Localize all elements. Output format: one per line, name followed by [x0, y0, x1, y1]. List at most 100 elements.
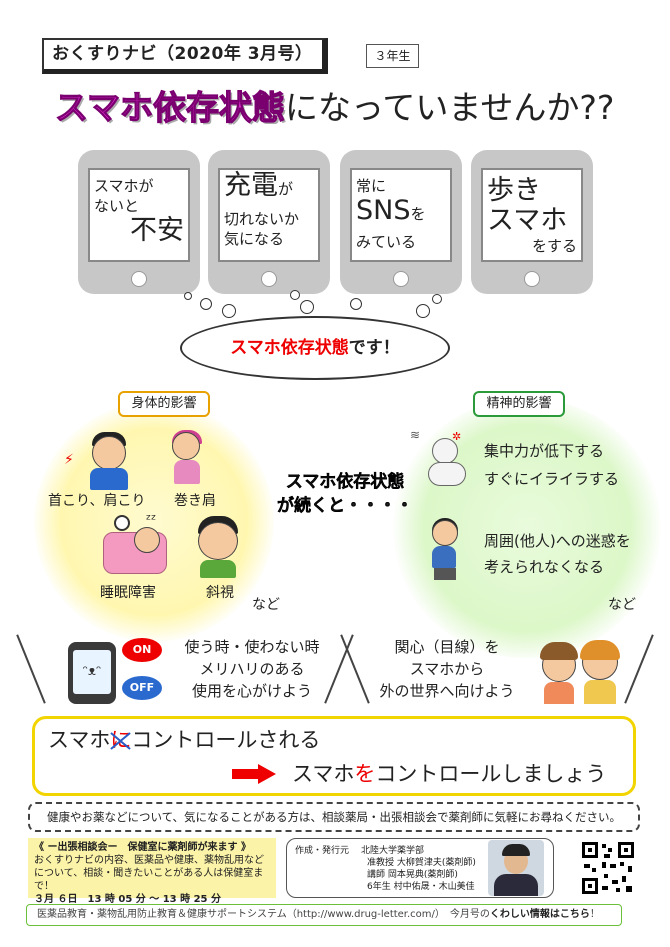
phone-text: SNS: [356, 195, 411, 226]
headline-rest: になっていませんか??: [285, 88, 615, 127]
clock-icon: [114, 515, 130, 531]
divider-slash: [16, 634, 46, 704]
control-text: コントロールされる: [131, 728, 321, 752]
thought-bubble-icon: [290, 290, 300, 300]
consultation-notice: 健康やお薬などについて、気になることがある方は、相談薬局・出張相談会で薬剤師に気…: [28, 802, 640, 832]
consult-body: おくすりナビの内容、医薬品や健康、薬物乱用など: [34, 855, 264, 866]
phone-text: を: [410, 205, 426, 223]
cloud-highlight: スマホ依存状態: [230, 338, 349, 358]
continues-line2: が続くと・・・・: [277, 496, 413, 516]
thought-bubble-icon: [200, 298, 212, 310]
consult-title: 《 ー出張相談会ー 保健室に薬剤師が来ます 》: [34, 842, 251, 853]
continues-message: スマホ依存状態 が続くと・・・・: [265, 470, 425, 518]
qr-code-icon[interactable]: [580, 840, 636, 896]
effect-consideration-line2: 考えられなくなる: [484, 558, 605, 576]
phone-text: 気になる: [224, 230, 285, 248]
phone-card-3: 常に SNSを みている: [340, 150, 462, 294]
consult-body: について、相談・聞きたいことがある人は保健室まで！: [34, 868, 264, 892]
phone-text: みている: [356, 233, 417, 251]
control-message-box: [32, 716, 636, 796]
phone-text: 常に: [356, 177, 387, 195]
arrow-right-icon: [232, 764, 276, 784]
effect-concentration: 集中力が低下する: [484, 442, 605, 460]
continues-line1: スマホ依存状態: [285, 472, 405, 492]
phone-card-4: 歩き スマホ をする: [471, 150, 593, 294]
zzz-icon: ᶻᶻ: [146, 512, 157, 528]
phone-card-1: スマホが ないと 不安: [78, 150, 200, 294]
depressed-person-icon: [420, 432, 470, 488]
author-line: 6年生 村中佑晟・木山美佳: [367, 882, 475, 892]
sleeping-person-icon: [103, 527, 167, 574]
headline: スマホ依存状態になっていませんか??: [54, 86, 635, 132]
highlight-particle: を: [354, 762, 376, 786]
phone-text: スマホが: [94, 177, 154, 195]
control-text: スマホ: [292, 762, 355, 786]
phone-card-2: 充電が 切れないか 気になる: [208, 150, 330, 294]
control-line1: スマホにコントロールされる: [48, 726, 320, 754]
off-badge: OFF: [122, 676, 162, 700]
consult-date: ３月 ６日 13 時 05 分 ～ 13 時 25 分: [34, 894, 221, 905]
tip-left: 使う時・使わない時 メリハリのある 使用を心がけよう: [162, 636, 342, 702]
mental-etc: など: [608, 597, 636, 613]
anger-mark-icon: ✲: [452, 430, 462, 443]
phone-screen: 常に SNSを みている: [350, 168, 452, 262]
author-line: 准教授 大柳賀津夫(薬剤師): [367, 858, 476, 868]
author-photo: [488, 840, 544, 896]
effect-rounded-shoulder: 巻き肩: [174, 493, 216, 509]
phone-screen: スマホが ないと 不安: [88, 168, 190, 262]
tip-left-line: メリハリのある: [199, 660, 305, 678]
looking-outward-people-icon: [540, 640, 626, 706]
neck-pain-person-icon: [88, 432, 128, 492]
phone-screen: 歩き スマホ をする: [481, 168, 583, 262]
thought-bubble-icon: [432, 294, 442, 304]
phone-text: 充電: [224, 170, 278, 201]
home-button-icon: [393, 271, 409, 287]
newsletter-title: おくすりナビ（2020年 3月号）: [42, 38, 328, 74]
effect-irritation: すぐにイライラする: [484, 470, 620, 488]
consultation-session-box: 《 ー出張相談会ー 保健室に薬剤師が来ます 》 おくすりナビの内容、医薬品や健康…: [28, 838, 276, 905]
footer-link[interactable]: くわしい情報はこちら: [489, 909, 590, 920]
control-line2: スマホをコントロールしましょう: [292, 760, 606, 788]
thought-bubble-icon: [222, 304, 236, 318]
author-box: 作成・発行元 北陸大学薬学部 准教授 大柳賀津夫(薬剤師) 講師 岡本晃典(薬剤…: [286, 838, 554, 898]
phone-screen: 充電が 切れないか 気になる: [218, 168, 320, 262]
home-button-icon: [261, 271, 277, 287]
rounded-shoulder-person-icon: [170, 430, 206, 486]
on-badge: ON: [122, 638, 162, 662]
grade-badge: ３年生: [366, 44, 419, 68]
control-text: コントロールしましょう: [375, 762, 607, 786]
mental-effects-label: 精神的影響: [473, 391, 565, 417]
tip-left-line: 使用を心がけよう: [191, 682, 312, 700]
tip-right-line: 関心（目線）を: [394, 638, 500, 656]
phone-text: が: [278, 180, 294, 198]
footer-text: 医薬品教育・薬物乱用防止教育＆健康サポートシステム（http://www.dru…: [37, 909, 490, 920]
phone-text: をする: [531, 237, 577, 255]
smiling-smartphone-icon: ᵔᴥᵔ: [68, 642, 116, 704]
home-button-icon: [131, 271, 147, 287]
physical-effects-label: 身体的影響: [118, 391, 210, 417]
phone-text: スマホ: [487, 205, 568, 236]
strabismus-person-icon: [196, 516, 240, 578]
effect-consideration-line1: 周囲(他人)への迷惑を: [484, 532, 631, 550]
tip-right: 関心（目線）を スマホから 外の世界へ向けよう: [362, 636, 532, 702]
headline-highlight: スマホ依存状態: [54, 87, 286, 127]
pain-spark-icon: ⚡: [64, 452, 74, 468]
thought-bubble-icon: [416, 304, 430, 318]
phone-text: 不安: [130, 215, 184, 246]
control-text: スマホ: [48, 728, 111, 752]
phone-text: ないと: [94, 197, 140, 215]
author-label: 作成・発行元: [295, 846, 350, 856]
thought-bubble-icon: [300, 300, 314, 314]
crossed-particle: に: [110, 728, 132, 752]
thought-bubble-icon: [350, 298, 362, 310]
home-button-icon: [524, 271, 540, 287]
effect-neck: 首こり、肩こり: [48, 493, 146, 509]
physical-etc: など: [252, 597, 280, 613]
thought-bubble-icon: [184, 292, 192, 300]
tip-right-line: 外の世界へ向けよう: [379, 682, 515, 700]
effect-sleep-disorder: 睡眠障害: [100, 585, 156, 601]
dependency-cloud: スマホ依存状態です！: [180, 316, 450, 380]
tip-left-line: 使う時・使わない時: [184, 638, 320, 656]
footer-link-bar[interactable]: 医薬品教育・薬物乱用防止教育＆健康サポートシステム（http://www.dru…: [26, 904, 622, 926]
phone-text: 歩き: [487, 175, 541, 206]
